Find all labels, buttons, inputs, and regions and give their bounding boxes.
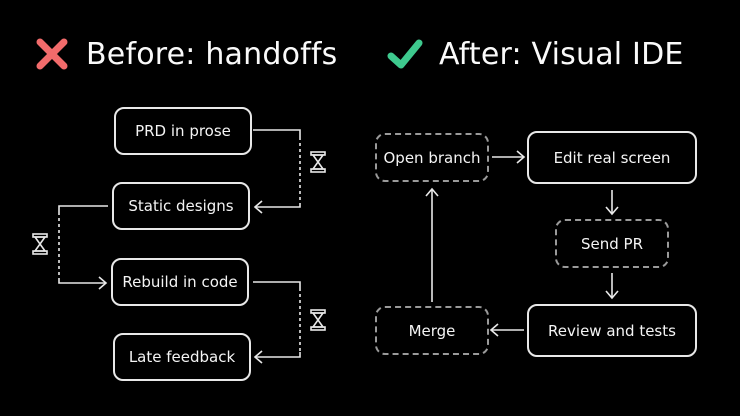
step-label: Static designs (128, 197, 234, 215)
step-label: Rebuild in code (122, 273, 238, 291)
hourglass-icon (310, 309, 326, 331)
connector-sendpr-to-review (605, 273, 619, 300)
before-heading: Before: handoffs (32, 34, 338, 74)
after-title: After: Visual IDE (439, 36, 684, 72)
cross-icon (36, 38, 68, 70)
step-rebuild: Rebuild in code (111, 258, 249, 306)
step-prd: PRD in prose (114, 107, 252, 155)
step-send-pr: Send PR (555, 219, 669, 268)
connector-prd-to-static (253, 129, 326, 214)
step-review-and-tests: Review and tests (527, 304, 697, 357)
connector-merge-to-open (425, 187, 439, 302)
step-label: Review and tests (548, 321, 676, 340)
connector-edit-to-sendpr (605, 190, 619, 216)
check-icon (387, 39, 423, 69)
step-label: Late feedback (128, 348, 236, 366)
step-label: Send PR (580, 234, 643, 253)
step-label: Merge (408, 321, 456, 340)
connector-static-to-rebuild (32, 205, 108, 290)
step-label: PRD in prose (135, 122, 231, 140)
step-static-designs: Static designs (112, 182, 250, 230)
hourglass-icon (310, 151, 326, 173)
step-edit-real-screen: Edit real screen (527, 131, 697, 184)
step-label: Open branch (383, 148, 481, 167)
step-open-branch: Open branch (375, 133, 489, 182)
after-heading: After: Visual IDE (385, 34, 684, 74)
before-title: Before: handoffs (86, 36, 338, 72)
connector-rebuild-to-late (253, 281, 326, 364)
step-merge: Merge (375, 306, 489, 355)
step-late-feedback: Late feedback (113, 333, 251, 381)
hourglass-icon (32, 233, 48, 255)
connector-review-to-merge (489, 323, 524, 337)
connector-open-to-edit (492, 150, 526, 164)
step-label: Edit real screen (553, 148, 671, 167)
